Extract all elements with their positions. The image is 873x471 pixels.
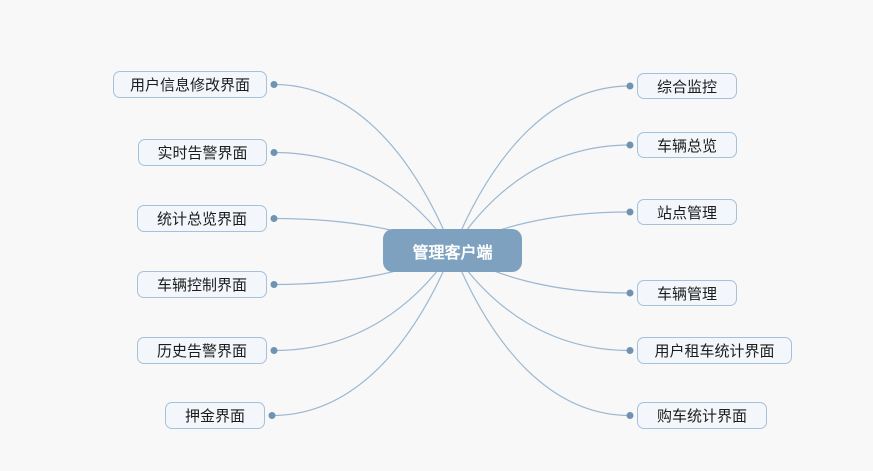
connector-dot xyxy=(626,82,634,90)
connector-dot xyxy=(270,215,278,222)
connector-dot xyxy=(270,347,278,354)
node-user-rental-stats[interactable]: 用户租车统计界面 xyxy=(637,337,792,364)
connector-dot xyxy=(626,208,634,216)
node-label: 车辆管理 xyxy=(656,285,717,303)
connector-line xyxy=(451,85,631,251)
node-label: 车辆控制界面 xyxy=(156,277,247,294)
node-label: 押金界面 xyxy=(184,408,245,425)
node-station-management[interactable]: 站点管理 xyxy=(637,199,737,225)
connector-dot xyxy=(270,281,278,288)
node-label: 购车统计界面 xyxy=(656,408,747,425)
node-realtime-alarm[interactable]: 实时告警界面 xyxy=(138,139,267,166)
node-label: 统计总览界面 xyxy=(156,211,247,228)
connector-dot xyxy=(626,289,634,297)
connector-dot xyxy=(270,81,278,88)
node-label: 车辆总览 xyxy=(656,137,717,155)
node-integrated-monitoring[interactable]: 综合监控 xyxy=(637,73,737,99)
node-vehicle-control[interactable]: 车辆控制界面 xyxy=(137,271,267,298)
connector-line xyxy=(271,250,454,417)
node-stats-overview[interactable]: 统计总览界面 xyxy=(137,205,267,232)
node-history-alarm[interactable]: 历史告警界面 xyxy=(137,337,267,364)
node-vehicle-overview[interactable]: 车辆总览 xyxy=(637,132,737,158)
connector-dot xyxy=(626,412,634,419)
node-vehicle-management[interactable]: 车辆管理 xyxy=(637,280,737,306)
connector-line xyxy=(451,250,631,417)
connector-dot xyxy=(626,347,634,354)
node-user-info-edit[interactable]: 用户信息修改界面 xyxy=(113,71,267,98)
node-purchase-stats[interactable]: 购车统计界面 xyxy=(637,402,767,429)
node-label: 用户信息修改界面 xyxy=(129,77,250,94)
node-deposit[interactable]: 押金界面 xyxy=(165,402,265,429)
connector-dot xyxy=(268,412,276,419)
node-label: 综合监控 xyxy=(656,78,717,96)
connector-dot xyxy=(270,149,278,156)
node-label: 实时告警界面 xyxy=(157,145,248,162)
node-label: 站点管理 xyxy=(656,204,717,222)
connector-dot xyxy=(626,141,634,149)
central-node[interactable]: 管理客户端 xyxy=(383,229,522,272)
node-label: 历史告警界面 xyxy=(156,343,247,360)
connector-line xyxy=(451,144,631,251)
connector-line xyxy=(273,83,454,251)
node-label: 用户租车统计界面 xyxy=(654,343,775,360)
central-node-label: 管理客户端 xyxy=(412,244,493,262)
